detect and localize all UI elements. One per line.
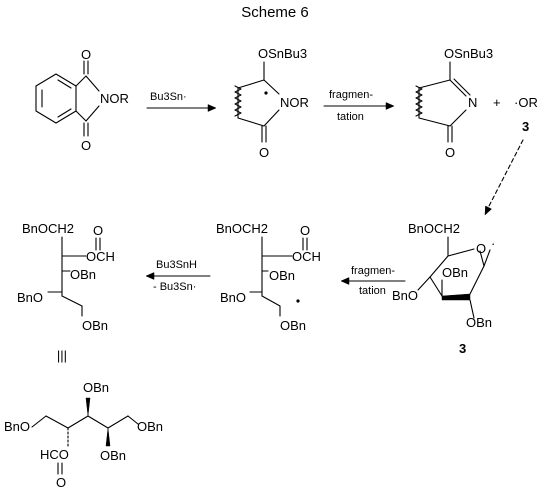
radical-obn-upper: OBn xyxy=(269,268,295,283)
reagent-fragmentation-2a: fragmen- xyxy=(351,265,395,277)
product-osnbu3-label: OSnBu3 xyxy=(444,46,493,61)
scheme-title: Scheme 6 xyxy=(241,4,309,21)
phthalimide-bottom-o: O xyxy=(81,138,91,153)
pyranose-4-bno: BnO xyxy=(392,288,418,303)
product-formate-o: O xyxy=(93,223,103,238)
product-formate-och: OCH xyxy=(86,249,115,264)
radical-bnoch2-label: BnOCH2 xyxy=(216,221,268,236)
zigzag-obn-bottom: OBn xyxy=(100,448,126,463)
product-obn-upper: OBn xyxy=(70,267,96,282)
arrow-step-1: Bu3Sn· xyxy=(146,91,217,112)
radical-formate-och: OCH xyxy=(292,249,321,264)
product-bno-lower: BnO xyxy=(17,290,43,305)
pyranose-3-obn: OBn xyxy=(442,265,468,280)
phthalimide-top-o: O xyxy=(81,47,91,62)
alkoxy-radical-label: ·OR xyxy=(514,95,538,110)
phthalimide-nor-label: NOR xyxy=(100,91,129,106)
reagent-bu3snh: Bu3SnH xyxy=(156,259,197,271)
radical-obn-terminal: OBn xyxy=(280,318,306,333)
arrow-reduction: Bu3SnH - Bu3Sn· xyxy=(145,259,211,293)
phthalimide-structure: O O NOR xyxy=(35,47,129,153)
pyranose-bnoch2-label: BnOCH2 xyxy=(408,221,460,236)
zigzag-bno-left: BnO xyxy=(4,419,30,434)
zigzag-formate-o: O xyxy=(56,475,66,490)
radical-formate-o: O xyxy=(300,223,310,238)
arrow-fragmentation-2: fragmen- tation xyxy=(340,265,406,297)
zigzag-hco-label: HCO xyxy=(40,447,69,462)
pyranose-radical-structure: BnOCH2 O · BnO OBn OBn 3 xyxy=(392,221,495,356)
product-obn-terminal: OBn xyxy=(82,318,108,333)
reduced-product-fischer: BnOCH2 OCH O OBn BnO OBn xyxy=(17,221,115,333)
zigzag-obn-right: OBn xyxy=(137,419,163,434)
reagent-bu3sn-radical: Bu3Sn· xyxy=(150,91,187,103)
pyranose-ring-o: O xyxy=(476,241,486,256)
plus-sign: + xyxy=(493,95,501,110)
compound-3-label-top: 3 xyxy=(522,119,529,134)
carbon-radical-structure: BnOCH2 OCH O OBn BnO OBn xyxy=(216,221,321,333)
adduct-bottom-o: O xyxy=(259,145,269,160)
reagent-fragmentation-1b: tation xyxy=(337,111,364,123)
equivalence-sign: ||| xyxy=(57,348,67,363)
product-bnoch2-label: BnOCH2 xyxy=(22,221,74,236)
imine-product-structure: OSnBu3 N O + ·OR 3 xyxy=(415,46,538,160)
reagent-fragmentation-2b: tation xyxy=(359,285,386,297)
product-bottom-o: O xyxy=(445,145,455,160)
reagent-minus-bu3sn: - Bu3Sn· xyxy=(153,281,196,293)
pyranose-oxyl-radical: · xyxy=(491,236,495,251)
zigzag-product-structure: BnO OBn HCO O OBn OBn xyxy=(4,380,163,490)
dashed-arrow xyxy=(484,139,524,216)
reagent-fragmentation-1a: fragmen- xyxy=(329,89,373,101)
zigzag-obn-top: OBn xyxy=(83,380,109,395)
adduct-osnbu3-label: OSnBu3 xyxy=(258,46,307,61)
adduct-nor-label: NOR xyxy=(280,95,309,110)
arrow-fragmentation-1: fragmen- tation xyxy=(323,89,395,123)
radical-bno-lower: BnO xyxy=(220,290,246,305)
product-n-label: N xyxy=(468,95,477,110)
radical-adduct-structure: OSnBu3 NOR O xyxy=(234,46,309,160)
compound-3-label-bottom: 3 xyxy=(459,341,466,356)
pyranose-2-obn: OBn xyxy=(466,315,492,330)
